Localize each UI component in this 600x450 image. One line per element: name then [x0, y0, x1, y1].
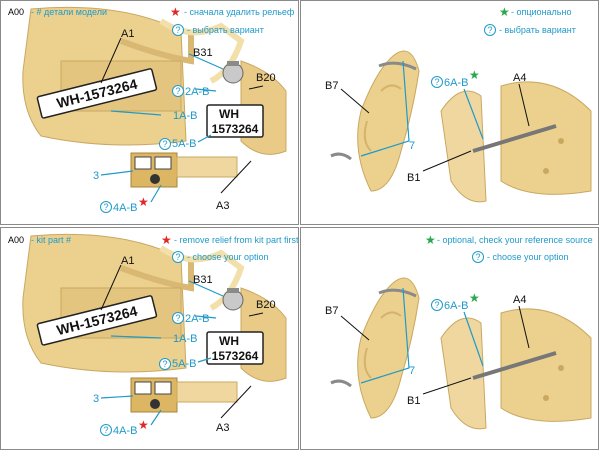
svg-text:?: ? [162, 359, 167, 369]
legend-choose-option-2: - choose your option [487, 252, 569, 262]
label-a4: A4 [513, 294, 526, 306]
star-green-icon: ★ [469, 68, 480, 82]
svg-text:?: ? [175, 25, 180, 35]
star-red-icon: ★ [138, 195, 149, 209]
star-red-icon: ★ [161, 233, 172, 247]
svg-text:?: ? [487, 25, 492, 35]
label-a1: A1 [121, 28, 134, 40]
label-b31: B31 [193, 274, 213, 286]
svg-text:?: ? [103, 202, 108, 212]
panel-right-ru: ★ - опционально ? - выбрать вариант B7 A… [300, 0, 599, 225]
label-b31: B31 [193, 47, 213, 59]
part-a3 [131, 378, 237, 412]
label-b1: B1 [407, 395, 420, 407]
label-4a-b: 4A-B [113, 202, 137, 214]
svg-text:?: ? [434, 77, 439, 87]
star-green-icon: ★ [499, 5, 510, 19]
panel-left-en: WH-1573264 WH 1573264 A00 - kit part # ★… [0, 227, 299, 450]
legend-optional: - опционально [511, 7, 571, 17]
diagram-left-en: WH-1573264 WH 1573264 A00 - kit part # ★… [1, 228, 299, 450]
svg-text:?: ? [103, 425, 108, 435]
part-b1 [441, 91, 486, 202]
label-3: 3 [93, 170, 99, 182]
diagram-right-en: ★ - optional, check your reference sourc… [301, 228, 599, 450]
panel-right-en: ★ - optional, check your reference sourc… [300, 227, 599, 450]
plate-short: WH 1573264 [207, 105, 263, 137]
label-a4: A4 [513, 72, 526, 84]
label-a1: A1 [121, 255, 134, 267]
svg-text:?: ? [175, 86, 180, 96]
label-b7: B7 [325, 305, 338, 317]
legend-remove-relief: - remove relief from kit part first [174, 235, 299, 245]
star-green-icon: ★ [425, 233, 436, 247]
legend-kit-part: - kit part # [31, 235, 71, 245]
svg-text:1573264: 1573264 [212, 122, 259, 136]
svg-text:?: ? [434, 300, 439, 310]
star-red-icon: ★ [170, 5, 181, 19]
label-6a-b: 6A-B [444, 77, 468, 89]
label-b20: B20 [256, 299, 276, 311]
legend-choose-option: - choose your option [187, 252, 269, 262]
label-3: 3 [93, 393, 99, 405]
star-red-icon: ★ [138, 418, 149, 432]
label-7: 7 [409, 140, 415, 152]
diagram-left-ru: WH-1573264 WH 1573264 A00 - # детали мод… [1, 1, 299, 225]
diagram-right-ru: ★ - опционально ? - выбрать вариант B7 A… [301, 1, 599, 225]
label-1a-b: 1A-B [173, 333, 197, 345]
legend-remove-relief: - сначала удалить рельеф [184, 7, 295, 17]
svg-text:WH: WH [219, 107, 239, 121]
star-green-icon: ★ [469, 291, 480, 305]
label-5a-b: 5A-B [172, 358, 196, 370]
code-label: A00 [8, 7, 24, 17]
label-1a-b: 1A-B [173, 110, 197, 122]
legend-kit-part: - # детали модели [31, 7, 107, 17]
svg-text:1573264: 1573264 [212, 349, 259, 363]
svg-text:?: ? [475, 252, 480, 262]
svg-text:?: ? [175, 313, 180, 323]
legend-optional: - optional, check your reference source [437, 235, 593, 245]
plate-short: WH 1573264 [207, 332, 263, 364]
label-b20: B20 [256, 72, 276, 84]
label-a3: A3 [216, 422, 229, 434]
label-2a-b: 2A-B [185, 313, 209, 325]
svg-text:WH: WH [219, 334, 239, 348]
code-label: A00 [8, 235, 24, 245]
part-a3 [131, 153, 237, 187]
legend-choose-option-2: - выбрать вариант [499, 25, 576, 35]
svg-text:?: ? [175, 252, 180, 262]
strap-lower [331, 154, 351, 159]
label-b7: B7 [325, 80, 338, 92]
svg-text:?: ? [162, 139, 167, 149]
label-5a-b: 5A-B [172, 138, 196, 150]
part-b1 [441, 318, 486, 429]
panel-left-ru: WH-1573264 WH 1573264 A00 - # детали мод… [0, 0, 299, 225]
label-b1: B1 [407, 172, 420, 184]
label-6a-b: 6A-B [444, 300, 468, 312]
label-7: 7 [409, 365, 415, 377]
legend-choose-option: - выбрать вариант [187, 25, 264, 35]
label-a3: A3 [216, 200, 229, 212]
label-4a-b: 4A-B [113, 425, 137, 437]
label-2a-b: 2A-B [185, 86, 209, 98]
